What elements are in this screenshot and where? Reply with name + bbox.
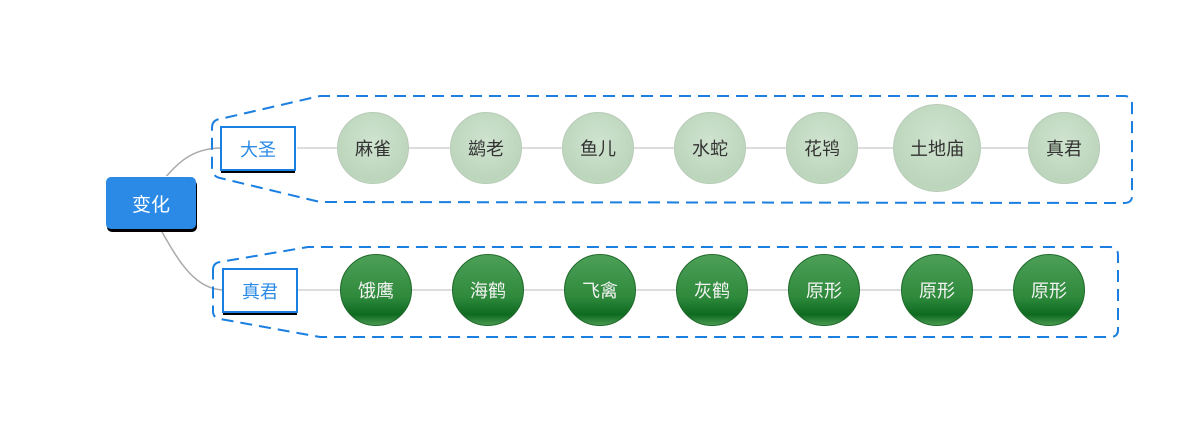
node[interactable]: 飞禽 [564, 254, 636, 326]
node[interactable]: 水蛇 [674, 112, 746, 184]
node-label: 麻雀 [355, 139, 391, 160]
node[interactable]: 灰鹤 [676, 254, 748, 326]
root-topic[interactable]: 变化 [106, 177, 196, 229]
node-label: 飞禽 [582, 281, 618, 302]
node[interactable]: 鱼儿 [562, 112, 634, 184]
node[interactable]: 麻雀 [337, 112, 409, 184]
node[interactable]: 花鸨 [786, 112, 858, 184]
node-label: 原形 [1031, 281, 1067, 302]
node[interactable]: 原形 [901, 254, 973, 326]
node[interactable]: 海鹤 [452, 254, 524, 326]
node[interactable]: 原形 [788, 254, 860, 326]
node-label: 真君 [1046, 139, 1082, 160]
node[interactable]: 原形 [1013, 254, 1085, 326]
node-label: 花鸨 [804, 139, 840, 160]
node-label: 灰鹤 [694, 281, 730, 302]
root-to-branch-2-connector [161, 231, 225, 291]
node-label: 鱼儿 [580, 139, 616, 160]
branch-2-boundary [212, 246, 1119, 338]
node-label: 水蛇 [692, 139, 728, 160]
node-label: 原形 [806, 281, 842, 302]
root-topic-label: 变化 [131, 193, 170, 216]
node-label: 海鹤 [470, 281, 506, 302]
branch-label: 真君 [242, 281, 278, 303]
node[interactable]: 土地庙 [893, 104, 981, 192]
node-label: 饿鹰 [358, 281, 394, 302]
branch-topic-zhenjun[interactable]: 真君 [222, 268, 298, 313]
root-to-branch-1-connector [164, 147, 223, 179]
node-label: 原形 [919, 281, 955, 302]
node[interactable]: 鹚老 [450, 112, 522, 184]
node-label: 土地庙 [910, 139, 964, 160]
branch-topic-dasheng[interactable]: 大圣 [220, 126, 296, 171]
node-label: 鹚老 [468, 139, 504, 160]
node[interactable]: 饿鹰 [340, 254, 412, 326]
branch-label: 大圣 [240, 139, 276, 161]
node[interactable]: 真君 [1028, 112, 1100, 184]
branch-1-boundary [211, 95, 1133, 205]
